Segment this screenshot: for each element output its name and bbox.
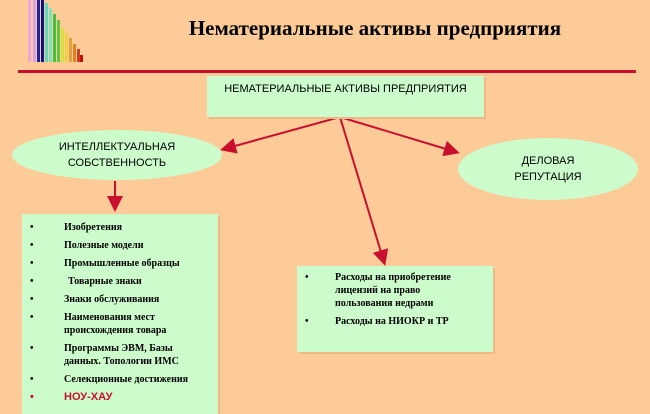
expenses-list: Расходы на приобретение лицензий на прав… bbox=[297, 266, 493, 352]
arrow-to-expenses bbox=[339, 116, 389, 266]
ip-node-label: ИНТЕЛЛЕКТУАЛЬНАЯ СОБСТВЕННОСТЬ bbox=[58, 141, 176, 169]
arrow-to-reputation bbox=[339, 116, 460, 157]
reputation-node: ДЕЛОВАЯ РЕПУТАЦИЯ bbox=[458, 138, 638, 200]
logo-bars-icon bbox=[28, 0, 83, 62]
list-item: Изобретения bbox=[22, 221, 218, 234]
list-item: Расходы на приобретение лицензий на прав… bbox=[297, 271, 489, 310]
ip-list: Изобретения Полезные модели Промышленные… bbox=[22, 214, 218, 414]
page-title: Нематериальные активы предприятия bbox=[188, 16, 562, 40]
list-item: Наименования мест происхождения товара bbox=[22, 311, 218, 337]
divider bbox=[18, 70, 636, 73]
ip-node: ИНТЕЛЛЕКТУАЛЬНАЯ СОБСТВЕННОСТЬ bbox=[12, 130, 222, 180]
reputation-node-label: ДЕЛОВАЯ РЕПУТАЦИЯ bbox=[514, 155, 582, 183]
arrow-to-ip bbox=[220, 116, 341, 154]
list-item: Полезные модели bbox=[22, 239, 218, 252]
list-item: Программы ЭВМ, Базы данных. Топологии ИМ… bbox=[22, 342, 218, 368]
list-item: Знаки обслуживания bbox=[22, 293, 218, 306]
list-item: Расходы на НИОКР и ТР bbox=[297, 315, 489, 328]
list-item: Селекционные достижения bbox=[22, 373, 218, 386]
list-item: Промышленные образцы bbox=[22, 257, 218, 270]
list-item: НОУ-ХАУ bbox=[22, 391, 218, 404]
list-item: Товарные знаки bbox=[22, 275, 218, 288]
root-node: НЕМАТЕРИАЛЬНЫЕ АКТИВЫ ПРЕДПРИЯТИЯ bbox=[207, 76, 484, 117]
decor-and-arrows bbox=[28, 0, 460, 266]
